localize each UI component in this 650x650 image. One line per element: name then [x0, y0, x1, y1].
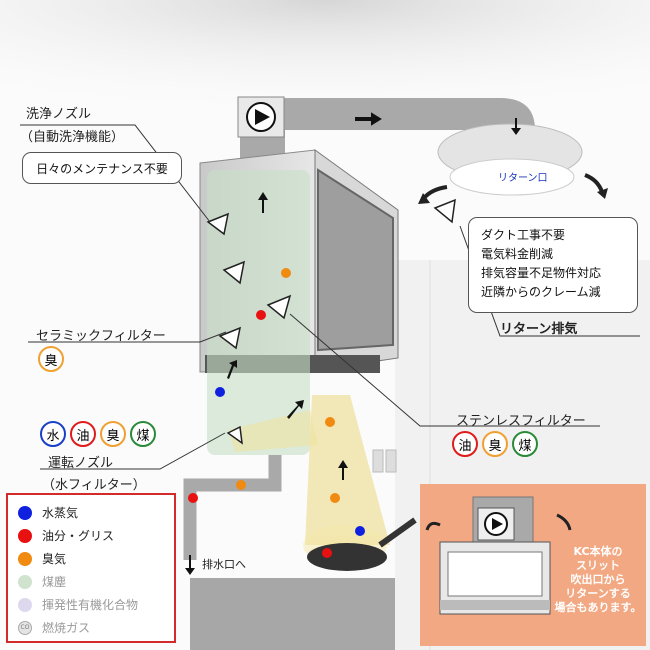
legend-swatch — [18, 574, 32, 589]
legend-swatch — [18, 597, 32, 612]
particle-odor — [330, 493, 340, 503]
filter-chip: 煤 — [130, 421, 156, 447]
fan-icon-triangle — [255, 109, 270, 125]
flow-arrow-down-return — [511, 118, 521, 135]
particle-odor — [325, 417, 335, 427]
return-benefits-list: ダクト工事不要電気料金削減排気容量不足物件対応近隣からのクレーム減 — [481, 226, 637, 302]
filter-chip: 臭 — [38, 346, 64, 372]
nozzle-marker — [222, 260, 245, 285]
return-arrow-left — [422, 185, 448, 200]
steam-plume — [305, 395, 390, 545]
flow-arrow-plume — [338, 460, 348, 480]
drain-pipe — [183, 455, 282, 560]
steam-plume-side — [228, 410, 318, 452]
filter-chip: 臭 — [100, 421, 126, 447]
nozzle-marker — [226, 425, 243, 445]
water-filter-label: （水フィルター） — [42, 478, 146, 493]
return-arrow-right-head — [597, 188, 608, 199]
flow-arrow-diag — [227, 360, 237, 379]
flow-arrow-duct — [355, 112, 382, 126]
wok — [307, 543, 387, 571]
return-benefits-callout: ダクト工事不要電気料金削減排気容量不足物件対応近隣からのクレーム減 — [468, 217, 638, 313]
particle-odor — [281, 268, 291, 278]
duct — [240, 98, 535, 160]
return-benefit-item: 電気料金削減 — [481, 247, 554, 261]
return-benefit-item: 排気容量不足物件対応 — [481, 266, 602, 280]
return-port-label: リターン口 — [498, 173, 548, 184]
flow-arrow-up-box — [258, 192, 268, 213]
leader-line — [20, 124, 211, 223]
legend-item: 水蒸気 — [18, 501, 174, 524]
legend-item: 油分・グリス — [18, 524, 174, 547]
particle-oil — [322, 548, 332, 558]
legend-swatch — [18, 528, 32, 543]
nozzle-marker — [218, 326, 242, 350]
leader-line — [28, 331, 227, 343]
flow-arrow-drain — [185, 555, 195, 575]
legend-swatch — [18, 505, 32, 520]
nozzle-marker — [206, 212, 230, 236]
leader-line — [40, 432, 226, 470]
drain-label: 排水口へ — [202, 558, 246, 571]
return-exhaust-label: リターン排気 — [500, 322, 578, 337]
wall-outlet — [372, 449, 384, 473]
inset-unit-window — [447, 551, 543, 597]
legend-label: 煤塵 — [42, 575, 67, 589]
legend-item: 煤塵 — [18, 570, 174, 593]
filter-chip: 油 — [70, 421, 96, 447]
particle-steam — [355, 526, 365, 536]
return-arrow-right — [584, 173, 604, 193]
legend-item: CO 燃焼ガス — [18, 616, 174, 639]
legend-list: 水蒸気油分・グリス臭気煤塵揮発性有機化合物 CO 燃焼ガス — [18, 501, 174, 639]
return-benefit-item: ダクト工事不要 — [481, 228, 566, 242]
return-arrow-left-head — [418, 193, 430, 204]
legend-item: 揮発性有機化合物 — [18, 593, 174, 616]
inset-fan-icon-triangle — [492, 518, 503, 530]
legend-label: 油分・グリス — [42, 529, 115, 543]
stainless-filter-label: ステンレスフィルター — [456, 414, 586, 429]
particle-oil — [188, 493, 198, 503]
maintenance-callout: 日々のメンテナンス不要 — [22, 152, 182, 184]
legend-label: 揮発性有機化合物 — [42, 598, 139, 612]
wash-nozzle-sublabel: （自動洗浄機能） — [20, 130, 125, 145]
hood-box-window — [317, 168, 394, 352]
filter-chip: 油 — [452, 431, 478, 457]
legend-item: 臭気 — [18, 547, 174, 570]
filter-chip: 水 — [40, 421, 66, 447]
return-diffuser — [449, 158, 575, 196]
return-benefit-item: 近隣からのクレーム減 — [481, 285, 601, 299]
particle-steam — [215, 387, 225, 397]
legend-swatch — [18, 551, 32, 566]
nozzle-marker — [433, 198, 456, 224]
drain-base — [190, 578, 395, 650]
inset-note: KC本体の スリット 吹出口から リターンする 場合もあります。 — [554, 545, 642, 614]
legend-label: 臭気 — [42, 552, 67, 566]
ceramic-filter-label: セラミックフィルター — [36, 329, 166, 344]
wash-nozzle-label: 洗浄ノズル — [26, 107, 92, 122]
legend-label: 水蒸気 — [42, 506, 79, 520]
wok-handle — [378, 517, 417, 548]
legend-box: 水蒸気油分・グリス臭気煤塵揮発性有機化合物 CO 燃焼ガス — [6, 493, 176, 643]
particle-oil — [256, 310, 266, 320]
filter-chip: 煤 — [512, 431, 538, 457]
inset-arrow-left — [425, 521, 441, 531]
inset-unit-base — [440, 600, 550, 610]
leader-line — [289, 313, 600, 427]
nozzle-marker — [266, 294, 292, 320]
legend-label: 燃焼ガス — [42, 621, 91, 635]
inset-arrow-right — [556, 513, 572, 531]
filter-chip: 臭 — [482, 431, 508, 457]
flow-arrow-diag-2 — [287, 400, 304, 419]
particle-odor — [236, 480, 246, 490]
legend-swatch: CO — [18, 620, 32, 635]
maintenance-callout-text: 日々のメンテナンス不要 — [36, 161, 168, 176]
wall-outlet-2 — [385, 449, 397, 473]
operation-nozzle-label: 運転ノズル — [48, 456, 114, 471]
